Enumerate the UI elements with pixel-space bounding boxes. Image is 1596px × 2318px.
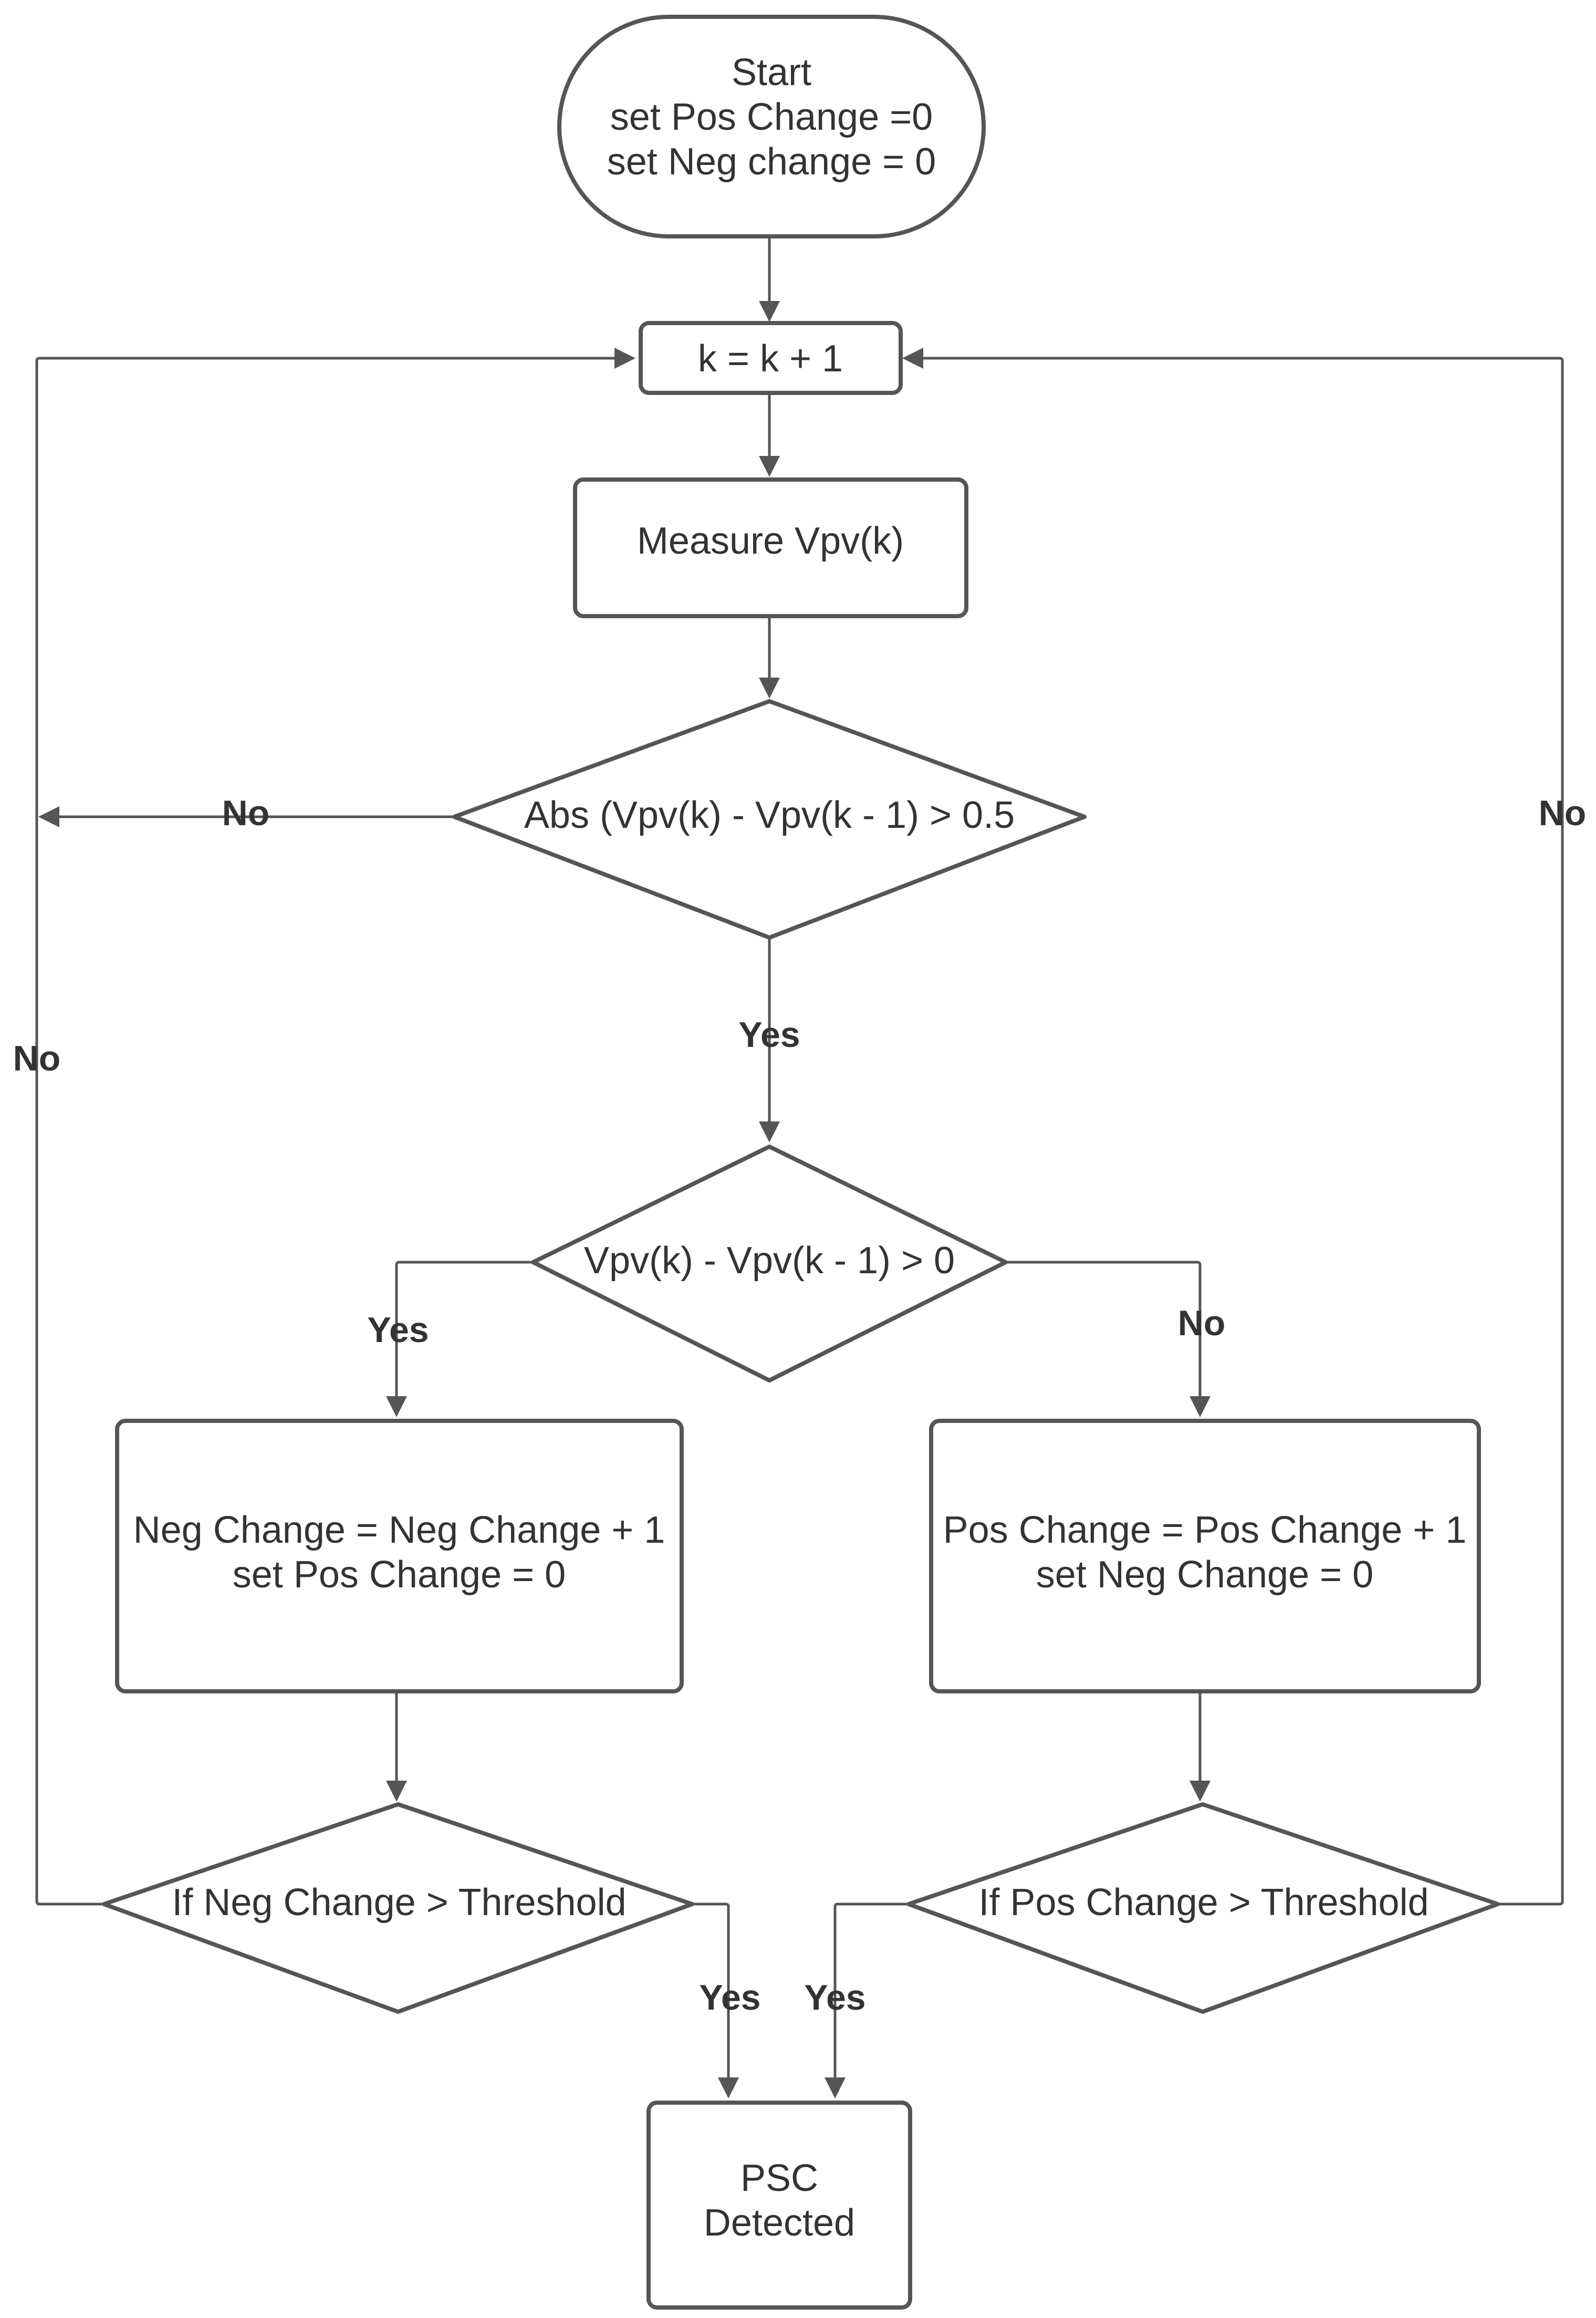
edge-pos-threshold-no bbox=[902, 348, 1564, 1906]
neg-threshold-decision: If Neg Change > Threshold bbox=[102, 1802, 694, 2014]
pos-update-process: Pos Change = Pos Change + 1 set Neg Chan… bbox=[929, 1419, 1481, 1693]
label-abs-yes: Yes bbox=[738, 1015, 800, 1055]
neg-update-line-1: Neg Change = Neg Change + 1 bbox=[133, 1509, 665, 1551]
label-diff-no: No bbox=[1178, 1303, 1226, 1343]
start-terminal: Start set Pos Change =0 set Neg change =… bbox=[557, 15, 986, 238]
pos-threshold-label: If Pos Change > Threshold bbox=[978, 1882, 1428, 1924]
psc-line-2: Detected bbox=[704, 2202, 855, 2244]
increment-process: k = k + 1 bbox=[639, 321, 903, 395]
label-pos-no: No bbox=[1539, 793, 1587, 833]
pos-threshold-decision: If Pos Change > Threshold bbox=[906, 1802, 1500, 2014]
start-line-3: set Neg change = 0 bbox=[607, 141, 936, 183]
pos-update-line-1: Pos Change = Pos Change + 1 bbox=[943, 1509, 1467, 1551]
edge-diff-check-yes bbox=[386, 1261, 533, 1417]
diff-check-label: Vpv(k) - Vpv(k - 1) > 0 bbox=[584, 1240, 955, 1282]
start-line-1: Start bbox=[732, 51, 811, 93]
label-pos-yes: Yes bbox=[804, 1978, 865, 2018]
edges bbox=[35, 236, 1564, 2098]
pos-update-line-2: set Neg Change = 0 bbox=[1036, 1554, 1373, 1596]
abs-check-label: Abs (Vpv(k) - Vpv(k - 1) > 0.5 bbox=[524, 794, 1015, 836]
edge-diff-check-no bbox=[1006, 1261, 1211, 1417]
edge-labels: No Yes Yes No No No Yes Yes bbox=[13, 793, 1587, 2018]
neg-update-process: Neg Change = Neg Change + 1 set Pos Chan… bbox=[115, 1419, 684, 1693]
neg-threshold-label: If Neg Change > Threshold bbox=[172, 1882, 626, 1924]
measure-label: Measure Vpv(k) bbox=[637, 520, 904, 562]
abs-check-decision: Abs (Vpv(k) - Vpv(k - 1) > 0.5 bbox=[452, 699, 1087, 940]
neg-update-line-2: set Pos Change = 0 bbox=[233, 1554, 566, 1596]
psc-detected-process: PSC Detected bbox=[646, 2101, 912, 2310]
measure-process: Measure Vpv(k) bbox=[573, 477, 968, 618]
label-diff-yes: Yes bbox=[367, 1310, 429, 1350]
label-neg-no: No bbox=[13, 1038, 61, 1078]
diff-check-decision: Vpv(k) - Vpv(k - 1) > 0 bbox=[531, 1145, 1008, 1383]
psc-line-1: PSC bbox=[740, 2157, 818, 2199]
start-line-2: set Pos Change =0 bbox=[610, 96, 933, 138]
increment-label: k = k + 1 bbox=[698, 338, 843, 380]
edge-neg-threshold-no bbox=[35, 348, 635, 1906]
edge-neg-threshold-yes bbox=[692, 1903, 739, 2098]
label-neg-yes: Yes bbox=[699, 1978, 760, 2018]
edge-pos-threshold-yes bbox=[825, 1903, 909, 2098]
label-abs-no: No bbox=[222, 793, 270, 833]
